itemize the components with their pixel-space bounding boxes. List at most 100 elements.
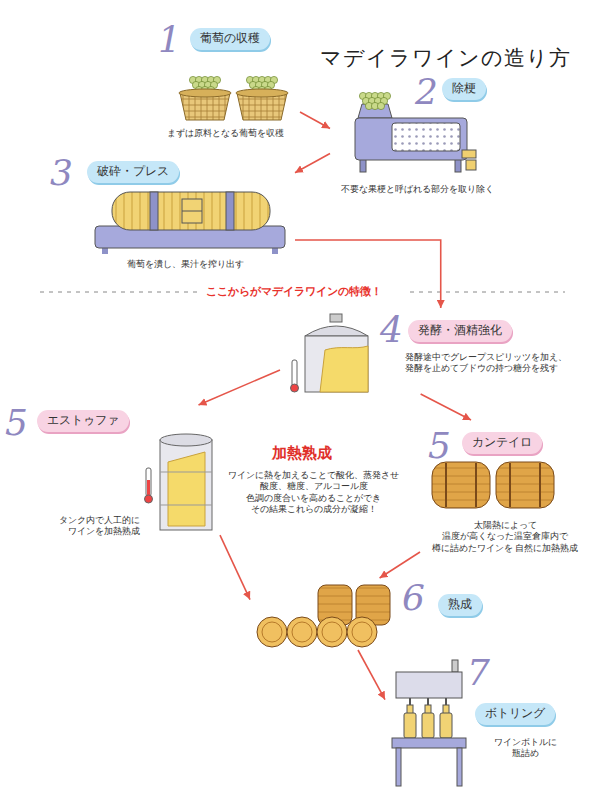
step-description: タンク内で人工的に ワインを加熱熟成 [45,515,140,538]
fermentation-tank [330,314,342,322]
grape-baskets [236,89,288,97]
step-heading: 除梗 [442,78,486,100]
connectors [199,112,472,700]
fermentation-tank [305,326,368,336]
section-note: ここからがマデイラワインの特徴！ [206,284,382,299]
divider-line [40,292,200,293]
diagram-title: マデイラワインの造り方 [320,44,571,72]
destemmer-machine [392,123,460,151]
estufa-tank [145,495,153,503]
step-number: 2 [415,74,438,110]
destemmer-machine [462,150,476,158]
canteiro-barrels [475,463,477,507]
step-heading: 発酵・酒精強化 [408,320,512,342]
flow-arrow [421,394,471,420]
estufa-tank [160,505,212,506]
step-number: 7 [467,655,490,691]
bottling-machine [457,748,462,786]
wine-press [226,192,234,230]
wine-press [182,211,202,212]
bottling-machine [392,738,466,748]
step-number: 5 [428,428,451,464]
wine-press [95,192,285,254]
bottling-machine [396,672,462,698]
bottling-machine [440,713,452,738]
center-heading: 加熱熟成 [272,444,332,463]
aging-barrels [322,622,342,642]
process-step: 5 カンテイロ太陽熱によって 温度が高くなった温室倉庫内で 樽に詰めたワインを 自… [420,420,590,570]
step-heading: カンテイロ [462,432,542,454]
fermentation-tank [305,336,368,392]
step-description: まずは原料となる葡萄を収穫 [155,128,295,139]
center-description: ワインに熱を加えることで酸化、蒸発させ 酸度、糖度、アルコール度 色調の度合いを… [226,470,401,516]
step-number: 3 [50,155,73,191]
fermentation-tank [292,360,297,386]
step-heading: 熟成 [438,594,482,616]
destemmer-machine [377,102,384,109]
grape-baskets [179,89,231,97]
fermentation-tank [320,346,368,392]
process-step: 7 ボトリングワインボトルに 瓶詰め [385,655,580,790]
step-number: 5 [5,405,28,441]
step-description: 発酵途中でグレープスピリッツを加え、 発酵を止めてブドウの持つ糖分を残す [405,352,565,375]
process-step: 1葡萄の収穫まずは原料となる葡萄を収穫 [150,22,300,142]
flow-arrow [199,370,281,405]
bottling-machine [392,660,466,786]
step-heading: エストゥファ [37,410,129,432]
aging-barrels [352,622,372,642]
estufa-tank [145,434,213,530]
step-description: 葡萄を潰し、果汁を搾り出す [85,259,285,270]
wine-press [112,192,270,230]
wine-press [182,199,202,223]
bottling-machine [452,660,458,672]
aging-barrels [347,617,377,647]
destemmer-machine [359,92,390,109]
flow-arrow [358,650,385,700]
step-description: 太陽熱によって 温度が高くなった温室倉庫内で 樽に詰めたワインを 自然に加熱熟成 [430,520,580,554]
estufa-tank [160,440,212,530]
step-number: 4 [380,312,403,348]
fermentation-tank [291,314,369,392]
flow-arrow [295,154,330,173]
estufa-tank [146,468,151,496]
step-heading: ボトリング [475,703,555,725]
canteiro-barrels [496,462,554,508]
process-step: 3 破砕・プレス葡萄を潰し、果汁を搾り出す [45,155,295,273]
flow-arrow [220,535,250,599]
aging-barrels [287,617,317,647]
flow-arrow [380,552,420,578]
divider-line [410,292,565,293]
process-step: 4発酵・酒精強化発酵途中でグレープスピリッツを加え、 発酵を止めてブドウの持つ糖… [280,308,567,394]
estufa-tank [160,472,212,473]
bottling-machine [422,713,434,738]
canteiro-barrels [432,462,554,508]
aging-barrels [262,622,282,642]
canteiro-barrels [432,462,490,508]
destemmer-machine [355,118,467,160]
estufa-tank [147,480,150,496]
process-step: 5 エストゥファタンク内で人工的に ワインを加熱熟成 [5,405,220,545]
grape-baskets [179,76,288,120]
step-number: 1 [158,22,181,58]
estufa-tank [168,452,205,526]
step-description: 不要な果梗と呼ばれる部分を取り除く [330,184,505,195]
estufa-tank [160,434,212,446]
step-number: 6 [402,580,425,616]
step-description: ワインボトルに 瓶詰め [485,737,565,760]
step-heading: 破砕・プレス [87,161,179,183]
process-step: 6 熟成 [250,578,490,650]
bottling-machine [427,698,429,705]
canteiro-barrels [445,463,447,507]
bottling-machine [445,698,447,705]
bottling-machine [409,698,411,705]
aging-barrels [257,585,390,647]
process-step: 2除梗不要な果梗と呼ばれる部分を取り除く [330,72,507,197]
wine-press [150,192,158,230]
flow-arrow [300,112,330,128]
aging-barrels [257,617,287,647]
canteiro-barrels [539,463,541,507]
aging-barrels [317,617,347,647]
destemmer-machine [466,160,476,170]
